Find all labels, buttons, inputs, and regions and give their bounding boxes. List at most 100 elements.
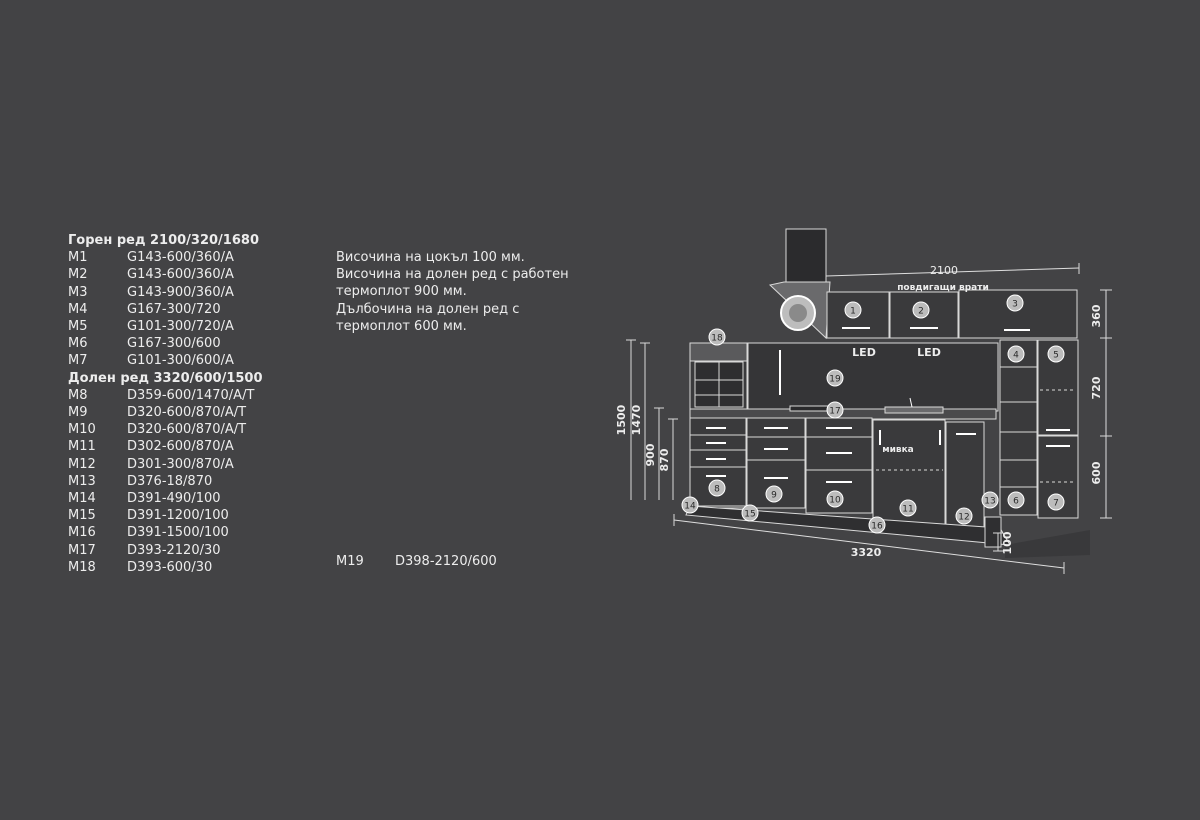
dimension-360-label: 360 bbox=[1090, 304, 1103, 327]
led-label-1: LED bbox=[852, 346, 876, 359]
module-code: M11 bbox=[68, 439, 96, 455]
dimension-bottom-label: 3320 bbox=[851, 546, 882, 559]
module-marker-number: 11 bbox=[902, 505, 913, 515]
module-code: M9 bbox=[68, 405, 88, 421]
oven-panel bbox=[689, 342, 748, 362]
module-marker-number: 19 bbox=[829, 375, 841, 385]
module-model: G101-300/600/A bbox=[127, 353, 234, 369]
module-model: D398-2120/600 bbox=[395, 554, 497, 569]
note-line: Дълбочина на долен ред с bbox=[336, 301, 520, 317]
module-model: G167-300/720 bbox=[127, 301, 221, 317]
module-code: M17 bbox=[68, 542, 96, 558]
dimension-600-label: 600 bbox=[1090, 461, 1103, 484]
module-marker-number: 15 bbox=[744, 510, 755, 520]
note-line: термоплот 600 мм. bbox=[336, 318, 467, 334]
module-model: D393-2120/30 bbox=[127, 542, 221, 558]
module-code: M2 bbox=[68, 267, 88, 283]
module-marker-number: 17 bbox=[829, 407, 840, 417]
dimension-720-label: 720 bbox=[1090, 376, 1103, 399]
module-model: D320-600/870/A/T bbox=[127, 405, 247, 421]
module-model: D376-18/870 bbox=[127, 473, 213, 489]
module-code: M13 bbox=[68, 473, 96, 489]
module-marker-7: 7 bbox=[1047, 493, 1065, 511]
dimension-870-label: 870 bbox=[658, 448, 671, 471]
dimension-900-label: 900 bbox=[644, 443, 657, 466]
specification-notes: Височина на цокъл 100 мм. Височина на до… bbox=[336, 249, 569, 335]
module-marker-18: 18 bbox=[708, 328, 726, 346]
plinth-corner-m13 bbox=[984, 516, 1002, 548]
module-model: D393-600/30 bbox=[127, 559, 213, 575]
backsplash-m19 bbox=[747, 342, 999, 412]
dimension-top-label: 2100 bbox=[930, 264, 958, 277]
module-marker-4: 4 bbox=[1007, 345, 1025, 363]
module-marker-13: 13 bbox=[981, 491, 999, 509]
led-label-2: LED bbox=[917, 346, 941, 359]
module-code: M18 bbox=[68, 559, 96, 575]
open-shelf-m4 bbox=[999, 339, 1038, 516]
module-marker-12: 12 bbox=[955, 507, 973, 525]
module-marker-number: 4 bbox=[1013, 351, 1019, 361]
module-model: G167-300/600 bbox=[127, 336, 221, 352]
hood-chimney bbox=[785, 228, 827, 285]
legend-row: M7 G101-300/600/A bbox=[68, 352, 263, 369]
module-code: M16 bbox=[68, 525, 96, 541]
module-marker-3: 3 bbox=[1006, 294, 1024, 312]
upper-row-heading: Горен ред 2100/320/1680 bbox=[68, 233, 259, 248]
module-marker-number: 3 bbox=[1012, 300, 1018, 310]
lower-row-heading: Долен ред 3320/600/1500 bbox=[68, 370, 263, 386]
note-line: Височина на цокъл 100 мм. bbox=[336, 250, 525, 265]
module-marker-number: 18 bbox=[711, 334, 723, 344]
module-model: D302-600/870/A bbox=[127, 439, 234, 455]
module-marker-14: 14 bbox=[681, 496, 699, 514]
module-marker-number: 1 bbox=[850, 307, 856, 317]
module-code: M12 bbox=[68, 456, 96, 472]
m19-legend-row: M19 D398-2120/600 bbox=[336, 554, 497, 569]
module-code: M15 bbox=[68, 508, 96, 524]
module-model: G143-600/360/A bbox=[127, 250, 234, 266]
module-marker-17: 17 bbox=[826, 401, 844, 419]
module-code: M7 bbox=[68, 353, 88, 369]
module-code: M19 bbox=[336, 554, 364, 569]
module-marker-number: 2 bbox=[918, 307, 924, 317]
module-model: D391-1200/100 bbox=[127, 508, 229, 524]
module-marker-number: 6 bbox=[1013, 497, 1019, 507]
note-line: Височина на долен ред с работен bbox=[336, 267, 569, 283]
module-marker-number: 12 bbox=[958, 513, 969, 523]
module-marker-number: 14 bbox=[684, 502, 696, 512]
module-model: D359-600/1470/A/T bbox=[127, 387, 255, 403]
module-code: M3 bbox=[68, 284, 88, 300]
dimension-plinth-label: 100 bbox=[1001, 531, 1014, 554]
module-marker-2: 2 bbox=[912, 301, 930, 319]
module-marker-19: 19 bbox=[826, 369, 844, 387]
module-marker-6: 6 bbox=[1007, 491, 1025, 509]
module-marker-11: 11 bbox=[899, 499, 917, 517]
legend-row: M9 D320-600/870/A/T bbox=[68, 404, 263, 421]
module-marker-number: 16 bbox=[871, 522, 883, 532]
module-model: G101-300/720/A bbox=[127, 319, 234, 335]
legend-row: M11 D302-600/870/A bbox=[68, 438, 263, 455]
legend-row: M18 D393-600/30 bbox=[68, 559, 263, 576]
legend-row: M15 D391-1200/100 bbox=[68, 507, 263, 524]
sink-label: мивка bbox=[882, 445, 914, 455]
module-marker-number: 9 bbox=[771, 491, 777, 501]
module-marker-number: 13 bbox=[984, 497, 995, 507]
module-marker-15: 15 bbox=[741, 504, 759, 522]
module-marker-number: 7 bbox=[1053, 499, 1059, 509]
module-code: M14 bbox=[68, 491, 96, 507]
dimension-top bbox=[825, 267, 1080, 277]
legend-row: M17 D393-2120/30 bbox=[68, 542, 263, 559]
module-marker-number: 10 bbox=[829, 496, 841, 506]
module-code: M4 bbox=[68, 301, 88, 317]
module-marker-10: 10 bbox=[826, 490, 844, 508]
